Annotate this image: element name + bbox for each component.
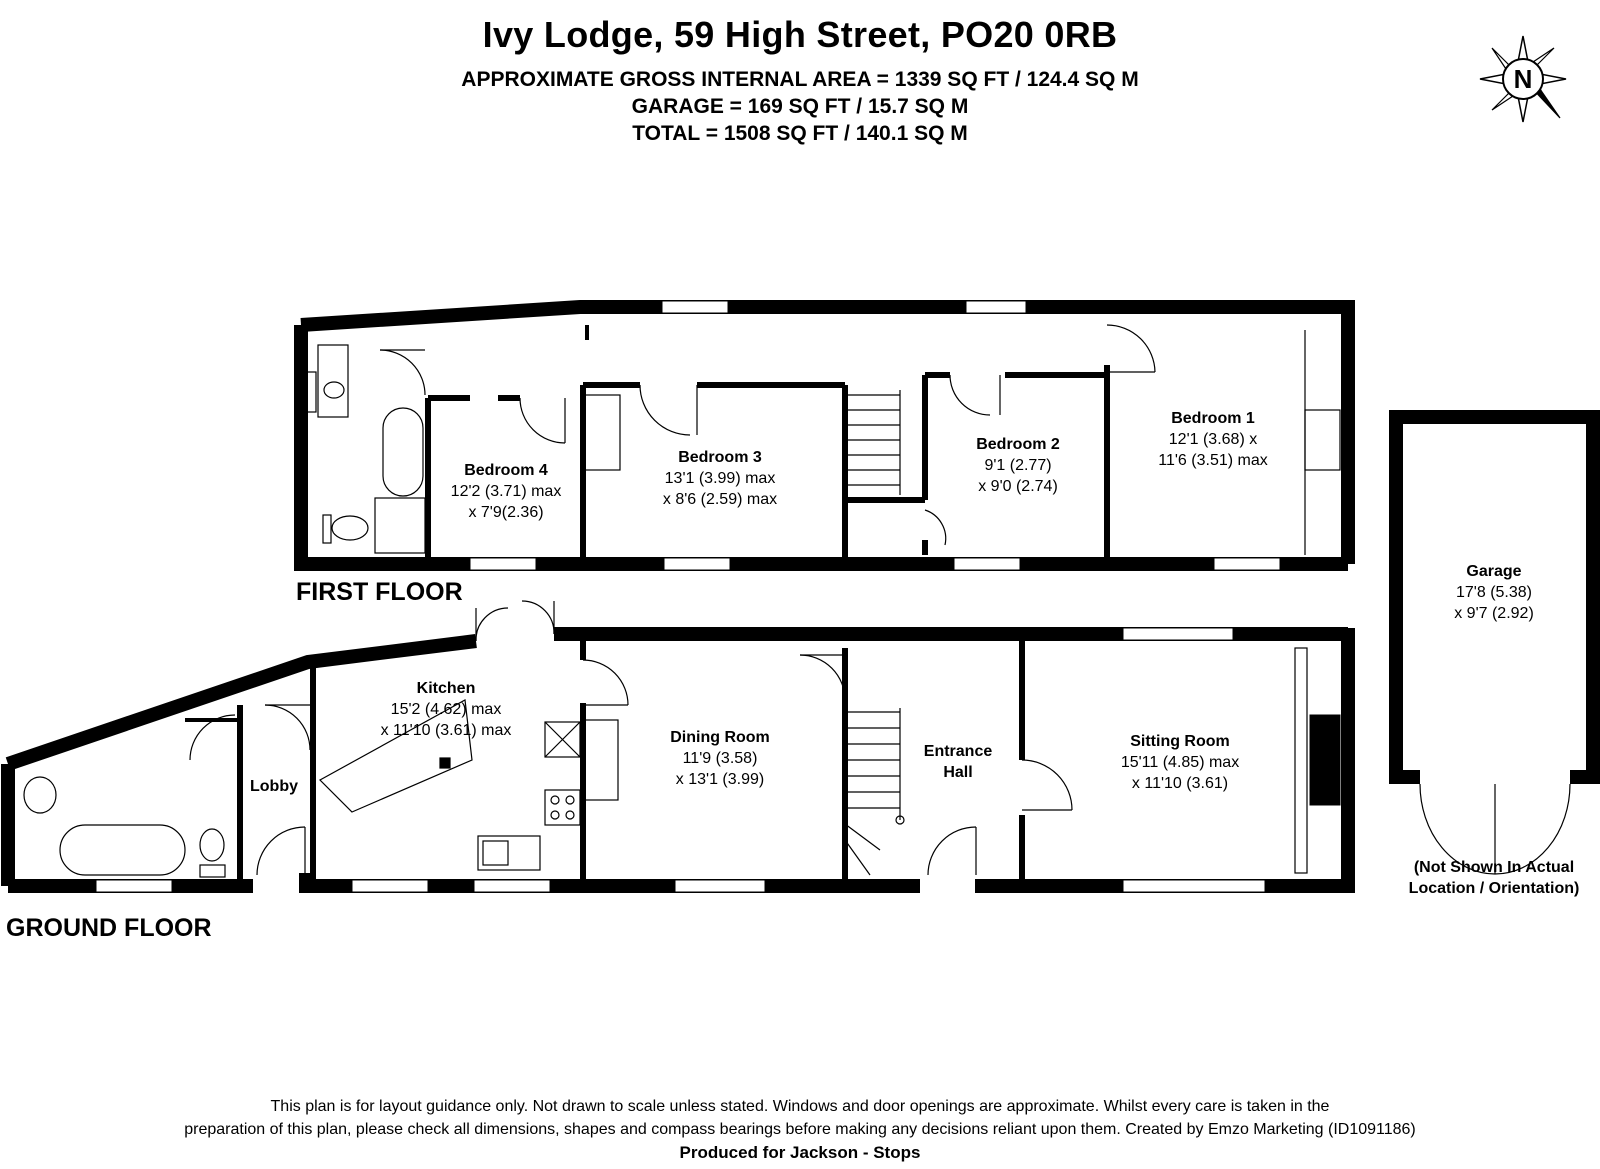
disclaimer-line: preparation of this plan, please check a…: [184, 1121, 1416, 1138]
room-dimension: x 9'0 (2.74): [978, 478, 1058, 495]
first-floor-doors: [379, 324, 1156, 546]
room-bedroom-1: Bedroom 1 12'1 (3.68) x 11'6 (3.51) max: [1158, 408, 1267, 471]
room-dimension: 11'6 (3.51) max: [1158, 452, 1268, 469]
compass-rose-icon: N: [1479, 35, 1567, 123]
ground-floor-stairs: [844, 708, 905, 876]
room-name: Lobby: [250, 778, 298, 795]
room-name: Bedroom 4: [464, 462, 548, 479]
first-floor-windows: [469, 300, 1281, 571]
room-name: Dining Room: [670, 729, 770, 746]
garage-walls: [1389, 410, 1600, 875]
room-name: Bedroom 3: [678, 449, 762, 466]
garage-area: GARAGE = 169 SQ FT / 15.7 SQ M: [631, 95, 969, 118]
room-dimension: 12'2 (3.71) max: [450, 483, 562, 500]
total-area: TOTAL = 1508 SQ FT / 140.1 SQ M: [632, 122, 968, 145]
room-dimension: 9'1 (2.77): [984, 457, 1052, 474]
first-floor-walls: [294, 300, 1355, 571]
room-lobby: Lobby: [250, 776, 298, 797]
room-name: Bedroom 2: [976, 436, 1060, 453]
first-floor-bathroom-fixtures: [305, 344, 426, 554]
produced-for-credit: Produced for Jackson - Stops: [679, 1143, 921, 1162]
room-dimension: 15'2 (4.62) max: [390, 701, 502, 718]
room-name: Bedroom 1: [1171, 410, 1255, 427]
sitting-room-fireplace: [1294, 647, 1341, 874]
room-name: Kitchen: [416, 680, 476, 697]
first-floor-label: FIRST FLOOR: [296, 578, 463, 606]
kitchen-fixtures: [319, 699, 619, 871]
room-entrance-hall: Entrance Hall: [924, 741, 992, 783]
garage-note-line: (Not Shown In Actual: [1413, 859, 1575, 876]
room-kitchen: Kitchen 15'2 (4.62) max x 11'10 (3.61) m…: [381, 678, 512, 741]
room-sitting: Sitting Room 15'11 (4.85) max x 11'10 (3…: [1121, 731, 1239, 794]
room-bedroom-4: Bedroom 4 12'2 (3.71) max x 7'9(2.36): [451, 460, 562, 523]
room-bedroom-2: Bedroom 2 9'1 (2.77) x 9'0 (2.74): [976, 434, 1060, 497]
room-garage: Garage 17'8 (5.38) x 9'7 (2.92): [1454, 561, 1534, 624]
garage-note-line: Location / Orientation): [1408, 880, 1580, 897]
ground-floor-windows: [95, 627, 1266, 893]
first-floor-stairs: [845, 390, 901, 495]
room-dimension: x 11'10 (3.61) max: [380, 722, 512, 739]
room-dimension: 13'1 (3.99) max: [664, 470, 776, 487]
garage-note: (Not Shown In Actual Location / Orientat…: [1409, 857, 1580, 899]
compass-north-letter: N: [1514, 64, 1533, 94]
first-floor-wardrobes: [584, 330, 1341, 555]
room-bedroom-3: Bedroom 3 13'1 (3.99) max x 8'6 (2.59) m…: [663, 447, 777, 510]
ground-floor-doors: [189, 600, 1073, 876]
plan-title: Ivy Lodge, 59 High Street, PO20 0RB: [482, 14, 1118, 55]
room-name: Sitting Room: [1130, 733, 1230, 750]
room-dimension: 12'1 (3.68) x: [1168, 431, 1258, 448]
ground-floor-walls: [1, 600, 1355, 893]
room-dimension: x 8'6 (2.59) max: [662, 491, 778, 508]
room-dimension: 11'9 (3.58): [682, 750, 758, 767]
room-dimension: x 9'7 (2.92): [1454, 605, 1534, 622]
room-dimension: 15'11 (4.85) max: [1120, 754, 1240, 771]
ground-bathroom-fixtures: [23, 776, 226, 878]
room-dimension: x 11'10 (3.61): [1131, 775, 1229, 792]
room-name: Hall: [943, 764, 973, 781]
room-dimension: 17'8 (5.38): [1455, 584, 1532, 601]
disclaimer-line: This plan is for layout guidance only. N…: [270, 1098, 1330, 1115]
room-dimension: x 7'9(2.36): [468, 504, 544, 521]
room-name: Entrance: [923, 743, 993, 760]
room-dimension: x 13'1 (3.99): [675, 771, 765, 788]
ground-floor-label: GROUND FLOOR: [6, 914, 212, 942]
room-name: Garage: [1466, 563, 1522, 580]
room-dining: Dining Room 11'9 (3.58) x 13'1 (3.99): [670, 727, 770, 790]
gross-internal-area: APPROXIMATE GROSS INTERNAL AREA = 1339 S…: [461, 68, 1139, 91]
